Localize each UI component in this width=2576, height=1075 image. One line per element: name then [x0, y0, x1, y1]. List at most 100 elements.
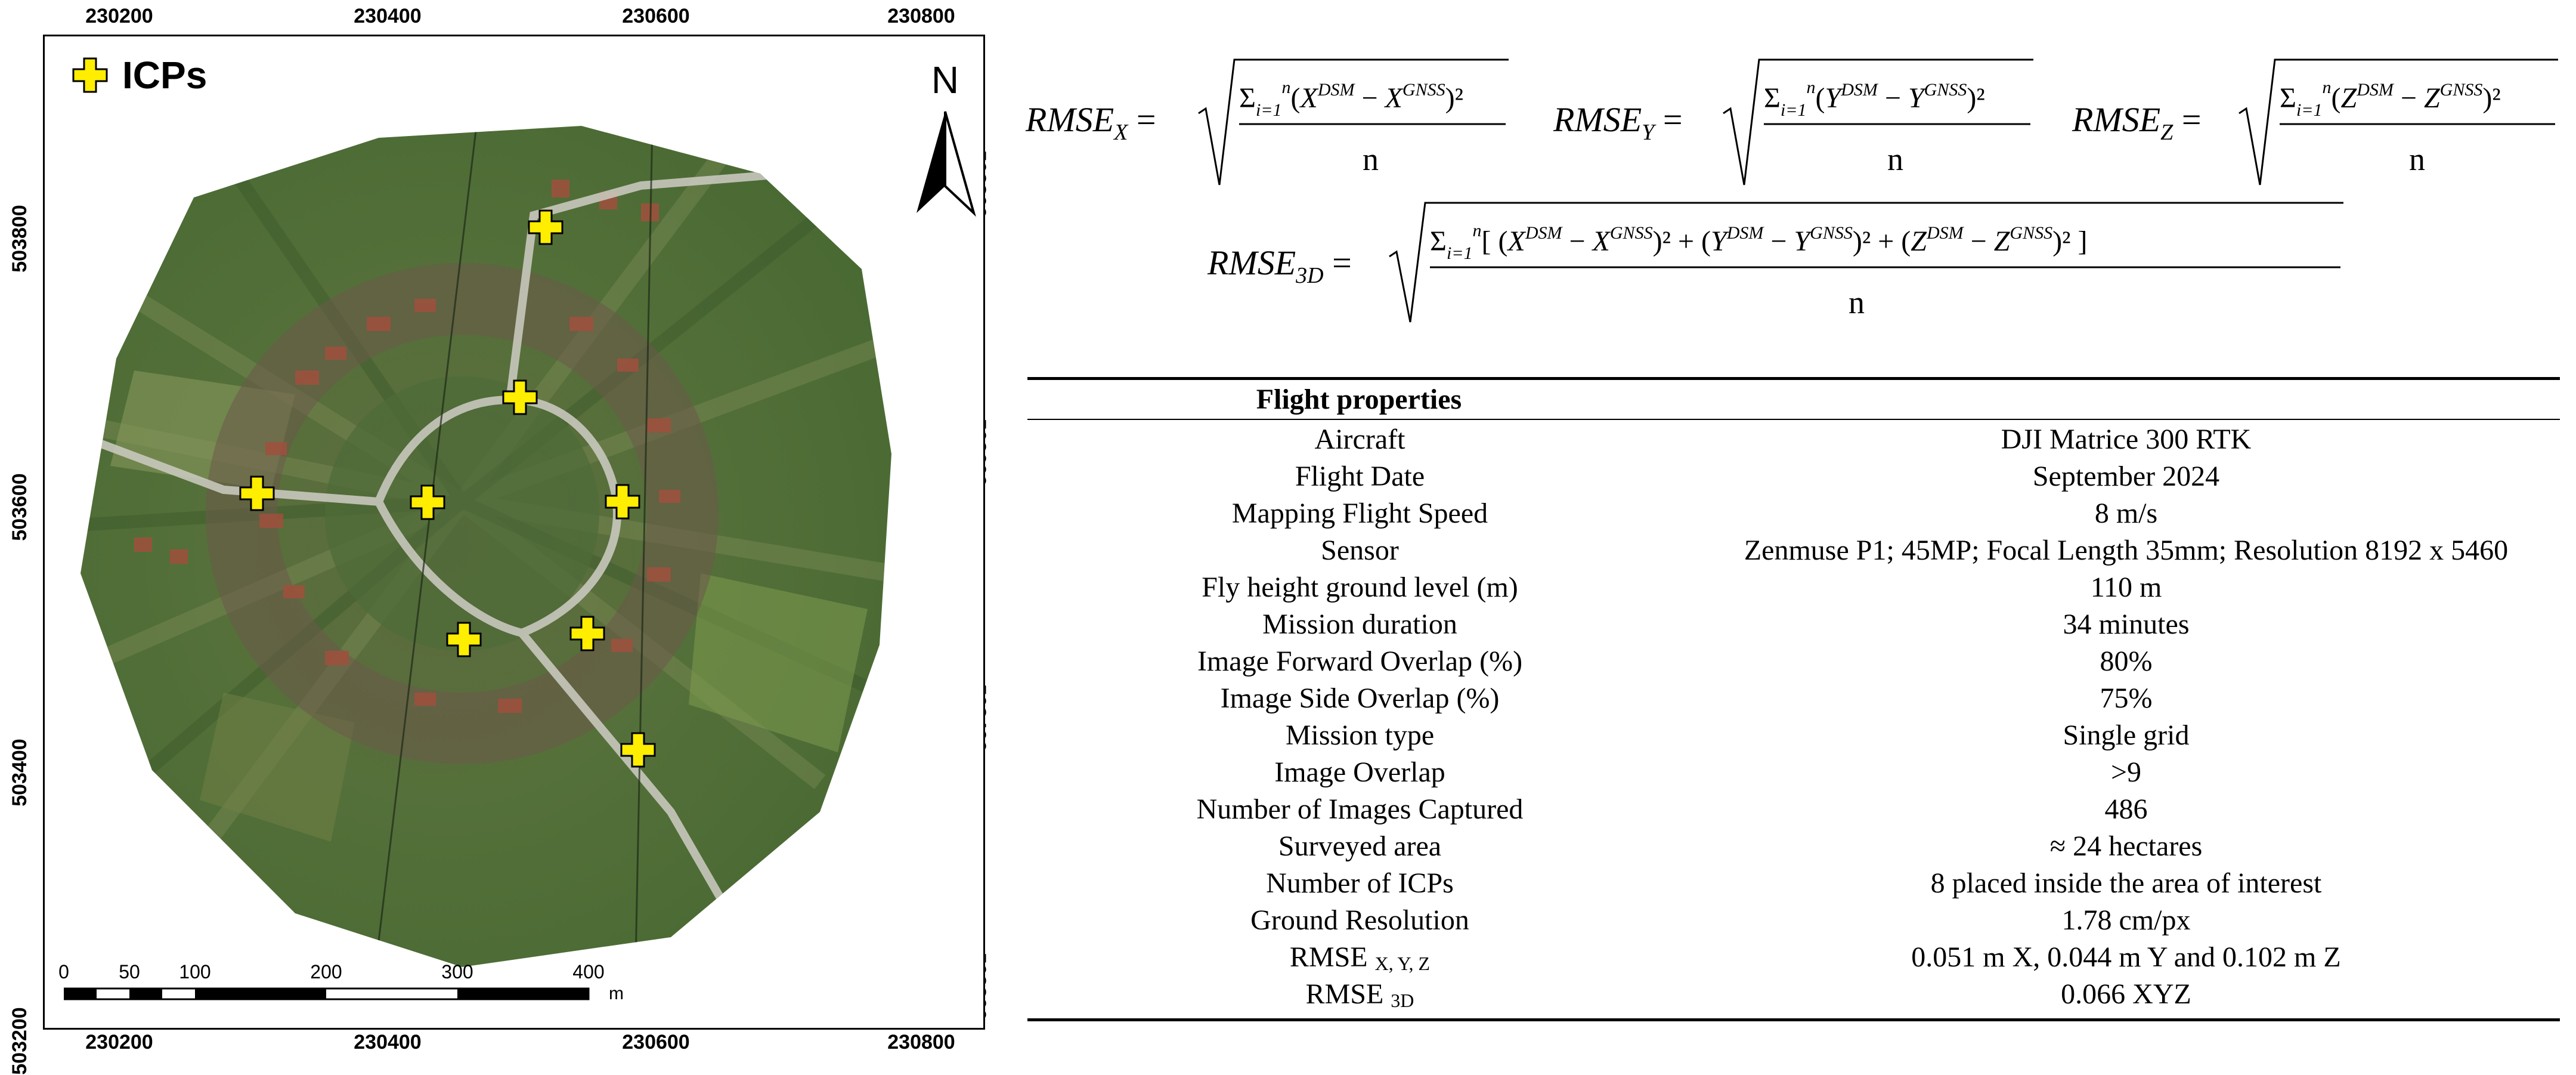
y-tick-label: 503800 [8, 205, 31, 273]
scale-label: 200 [310, 961, 342, 983]
table-row: Fly height ground level (m) 110 m [1027, 571, 2560, 608]
row-value: DJI Matrice 300 RTK [2001, 424, 2252, 455]
x-tick-label: 230400 [354, 5, 422, 27]
y-tick-label: 503200 [8, 1007, 31, 1075]
svg-text:Σi=1n[ (XDSM − XGNSS)² + (YDSM: Σi=1n[ (XDSM − XGNSS)² + (YDSM − YGNSS)²… [1430, 221, 2087, 263]
x-tick-label: 230200 [85, 1031, 153, 1054]
table-row: Flight Date September 2024 [1027, 460, 2560, 497]
row-value: 34 minutes [2063, 608, 2190, 640]
table-row: Image Forward Overlap (%) 80% [1027, 645, 2560, 682]
row-label: Mission type [1285, 719, 1435, 751]
rmse-label-sub: 3D [1391, 990, 1414, 1011]
table-row: Surveyed area≈ 24 hectares [1027, 830, 2560, 867]
row-label: RMSE 3D [1027, 978, 1692, 1012]
scale-unit: m [609, 984, 624, 1003]
formula-rmse-z: RMSEZ = Σi=1n(ZDSM − ZGNSS)² n [2072, 58, 2558, 186]
north-label: N [931, 58, 959, 101]
map-legend: ICPs [71, 53, 207, 97]
row-value: 8 placed inside the area of interest [1930, 867, 2322, 899]
legend-label: ICPs [122, 54, 208, 97]
row-value: 8 m/s [2094, 498, 2158, 529]
row-label: Fly height ground level (m) [1202, 572, 1518, 603]
row-value: 0.051 m X, 0.044 m Y and 0.102 m Z [1911, 941, 2341, 973]
table-row: Mission duration 34 minutes [1027, 608, 2560, 645]
y-tick-label: 503600 [8, 473, 31, 541]
row-label: Aircraft [1314, 424, 1405, 455]
rmse-label-sub: X, Y, Z [1374, 953, 1431, 974]
orthophoto-image [80, 126, 891, 967]
scale-label: 0 [58, 961, 69, 983]
row-label: Image Side Overlap (%) [1220, 682, 1500, 714]
icp-marker [446, 622, 482, 657]
north-arrow-icon [917, 111, 976, 217]
x-tick-label: 230600 [622, 1031, 690, 1054]
row-value: September 2024 [2032, 461, 2220, 492]
orthophoto-map-panel: 230200 230400 230600 230800 230200 23040… [0, 0, 1002, 1075]
svg-text:n: n [1887, 141, 1903, 177]
scale-label: 400 [572, 961, 605, 983]
table-top-rule [1027, 377, 2560, 380]
svg-text:RMSEY =: RMSEY = [1553, 100, 1683, 145]
row-value: 80% [2100, 645, 2153, 677]
table-row: Number of Images Captured 486 [1027, 793, 2560, 830]
table-row: Sensor Zenmuse P1; 45MP; Focal Length 35m… [1027, 534, 2560, 571]
rmse-label: RMSE [1289, 941, 1368, 973]
row-value: 486 [2104, 793, 2148, 825]
svg-text:RMSE3D =: RMSE3D = [1207, 243, 1352, 288]
row-label: Number of Images Captured [1196, 793, 1524, 825]
table-row: Aircraft DJI Matrice 300 RTK [1027, 423, 2560, 460]
x-tick-label: 230400 [354, 1031, 422, 1054]
row-label: Image Forward Overlap (%) [1197, 645, 1523, 677]
scale-label: 50 [119, 961, 140, 983]
rmse-label: RMSE [1305, 978, 1384, 1010]
formula-rmse-y: RMSEY = Σi=1n(YDSM − YGNSS)² n [1553, 58, 2033, 186]
table-row: RMSE X, Y, Z 0.051 m X, 0.044 m Y and 0.1… [1027, 941, 2560, 978]
scale-bar-graphic [64, 987, 590, 1000]
svg-text:Σi=1n(XDSM − XGNSS)²: Σi=1n(XDSM − XGNSS)² [1239, 78, 1463, 120]
row-value: 110 m [2090, 572, 2162, 603]
north-arrow: N [909, 58, 981, 237]
svg-text:Σi=1n(ZDSM − ZGNSS)²: Σi=1n(ZDSM − ZGNSS)² [2280, 78, 2501, 120]
row-value: Zenmuse P1; 45MP; Focal Length 35mm; Res… [1744, 535, 2509, 566]
row-label: Mission duration [1262, 608, 1457, 640]
x-tick-label: 230800 [887, 1031, 955, 1054]
x-tick-label: 230600 [622, 5, 690, 27]
row-value: ≈ 24 hectares [2049, 830, 2203, 862]
row-value: 1.78 cm/px [2061, 904, 2191, 936]
icp-marker [239, 475, 275, 511]
svg-text:n: n [2409, 141, 2425, 177]
formula-rmse-x: RMSEX = Σi=1n(XDSM − XGNSS)² n [1025, 58, 1509, 186]
row-label: RMSE X, Y, Z [1027, 941, 1692, 975]
scale-label: 300 [441, 961, 473, 983]
svg-text:n: n [1849, 285, 1865, 320]
svg-text:RMSEZ =: RMSEZ = [2072, 100, 2202, 145]
icp-marker [569, 616, 605, 651]
svg-text:n: n [1363, 141, 1379, 177]
y-tick-label: 503400 [8, 739, 31, 807]
svg-text:RMSEX =: RMSEX = [1025, 100, 1156, 145]
scale-label: 100 [179, 961, 211, 983]
svg-text:Σi=1n(YDSM − YGNSS)²: Σi=1n(YDSM − YGNSS)² [1764, 78, 1985, 120]
row-label: Flight Date [1295, 461, 1425, 492]
icp-marker [502, 379, 538, 415]
row-value: Single grid [2063, 719, 2190, 751]
icp-markers [239, 209, 656, 768]
x-tick-label: 230200 [85, 5, 153, 27]
table-row: Ground Resolution 1.78 cm/px [1027, 904, 2560, 941]
row-label: Image Overlap [1274, 756, 1445, 788]
row-value: >9 [2110, 756, 2142, 788]
row-label: Sensor [1321, 535, 1399, 566]
icp-marker [410, 484, 445, 520]
row-value: 0.066 XYZ [2061, 978, 2191, 1010]
table-header-rule [1027, 419, 2560, 420]
table-row: RMSE 3D 0.066 XYZ [1027, 978, 2560, 1015]
formula-rmse-3d: RMSE3D = Σi=1n[ (XDSM − XGNSS)² + (YDSM … [1207, 202, 2343, 323]
row-label: Ground Resolution [1250, 904, 1469, 936]
table-row: Number of ICPs 8 placed inside the area o… [1027, 867, 2560, 904]
row-label: Number of ICPs [1266, 867, 1454, 899]
table-row: Mission type Single grid [1027, 719, 2560, 756]
table-title: Flight properties [1256, 384, 1462, 415]
x-tick-label: 230800 [887, 5, 955, 27]
table-bottom-rule [1027, 1018, 2560, 1021]
